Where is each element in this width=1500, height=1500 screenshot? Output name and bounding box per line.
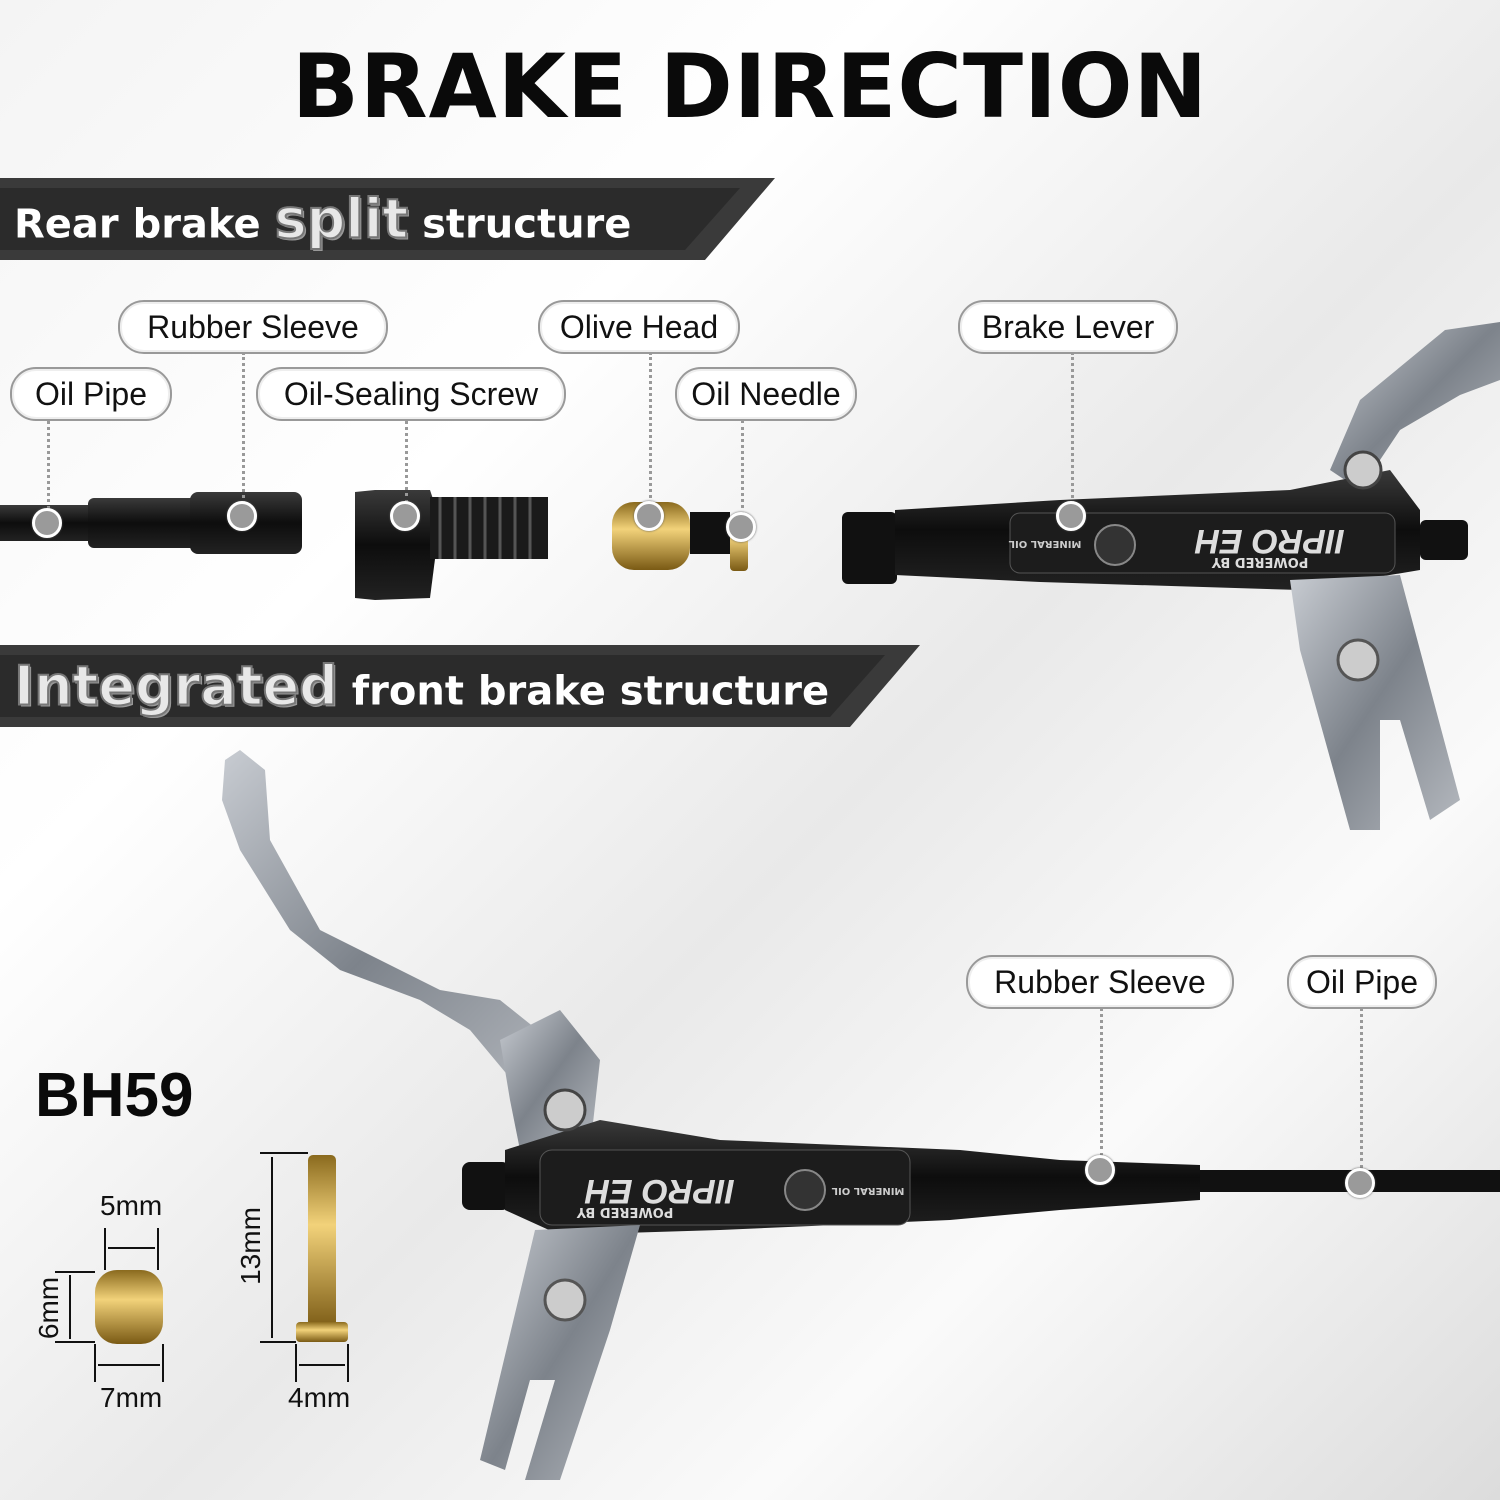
front-lever-logo: IIPRO EH bbox=[584, 1172, 735, 1210]
label-oil-pipe: Oil Pipe bbox=[10, 367, 172, 421]
olive-top-dimension: 5mm bbox=[100, 1190, 163, 1221]
front-brake-lever-image: IIPRO EH POWERED BY MINERAL OIL bbox=[222, 750, 1500, 1480]
leader-line bbox=[1100, 1007, 1103, 1157]
marker-dot bbox=[634, 501, 664, 531]
front-integrated-banner: Integrated front brake structure bbox=[0, 645, 920, 727]
leader-line bbox=[1071, 352, 1074, 504]
olive-side-dimension: 6mm bbox=[33, 1276, 65, 1340]
label-olive-head: Olive Head bbox=[538, 300, 740, 354]
page-title: BRAKE DIRECTION bbox=[291, 35, 1209, 138]
needle-dimension-diagram bbox=[260, 1152, 349, 1382]
marker-dot bbox=[390, 501, 420, 531]
marker-dot bbox=[32, 508, 62, 538]
label-front-rubber-sleeve: Rubber Sleeve bbox=[966, 955, 1234, 1009]
marker-dot bbox=[1345, 1168, 1375, 1198]
rear-lever-mineral-oil: MINERAL OIL bbox=[1008, 538, 1081, 549]
marker-dot bbox=[1085, 1155, 1115, 1185]
olive-dimension-diagram bbox=[55, 1228, 164, 1382]
banner-text-before: Rear brake bbox=[14, 201, 261, 248]
banner-highlight: split bbox=[274, 187, 409, 251]
banner-text-after: front brake structure bbox=[351, 668, 830, 715]
olive-bottom-dimension: 7mm bbox=[100, 1382, 163, 1413]
label-oil-sealing-screw: Oil-Sealing Screw bbox=[256, 367, 566, 421]
leader-line bbox=[47, 420, 50, 510]
model-number: BH59 bbox=[35, 1061, 194, 1130]
label-brake-lever: Brake Lever bbox=[958, 300, 1178, 354]
rear-lever-logo: IIPRO EH bbox=[1194, 522, 1345, 560]
banner-highlight: Integrated bbox=[14, 654, 338, 718]
marker-dot bbox=[726, 512, 756, 542]
rear-split-parts bbox=[0, 490, 748, 600]
leader-line bbox=[405, 420, 408, 504]
needle-bottom-dimension: 4mm bbox=[288, 1382, 351, 1413]
rear-brake-lever-image: IIPRO EH POWERED BY MINERAL OIL bbox=[842, 322, 1500, 830]
needle-length-dimension: 13mm bbox=[234, 1207, 266, 1285]
rear-split-banner: Rear brake split structure bbox=[0, 178, 775, 260]
front-lever-mineral-oil: MINERAL OIL bbox=[831, 1185, 904, 1196]
leader-line bbox=[741, 420, 744, 515]
marker-dot bbox=[1056, 501, 1086, 531]
leader-line bbox=[649, 352, 652, 504]
rear-lever-powered-by: POWERED BY bbox=[1211, 554, 1308, 569]
label-oil-needle: Oil Needle bbox=[675, 367, 857, 421]
leader-line bbox=[242, 352, 245, 504]
banner-text-after: structure bbox=[422, 201, 632, 248]
leader-line bbox=[1360, 1007, 1363, 1169]
front-lever-powered-by: POWERED BY bbox=[576, 1204, 673, 1219]
label-front-oil-pipe: Oil Pipe bbox=[1287, 955, 1437, 1009]
marker-dot bbox=[227, 501, 257, 531]
label-rubber-sleeve: Rubber Sleeve bbox=[118, 300, 388, 354]
